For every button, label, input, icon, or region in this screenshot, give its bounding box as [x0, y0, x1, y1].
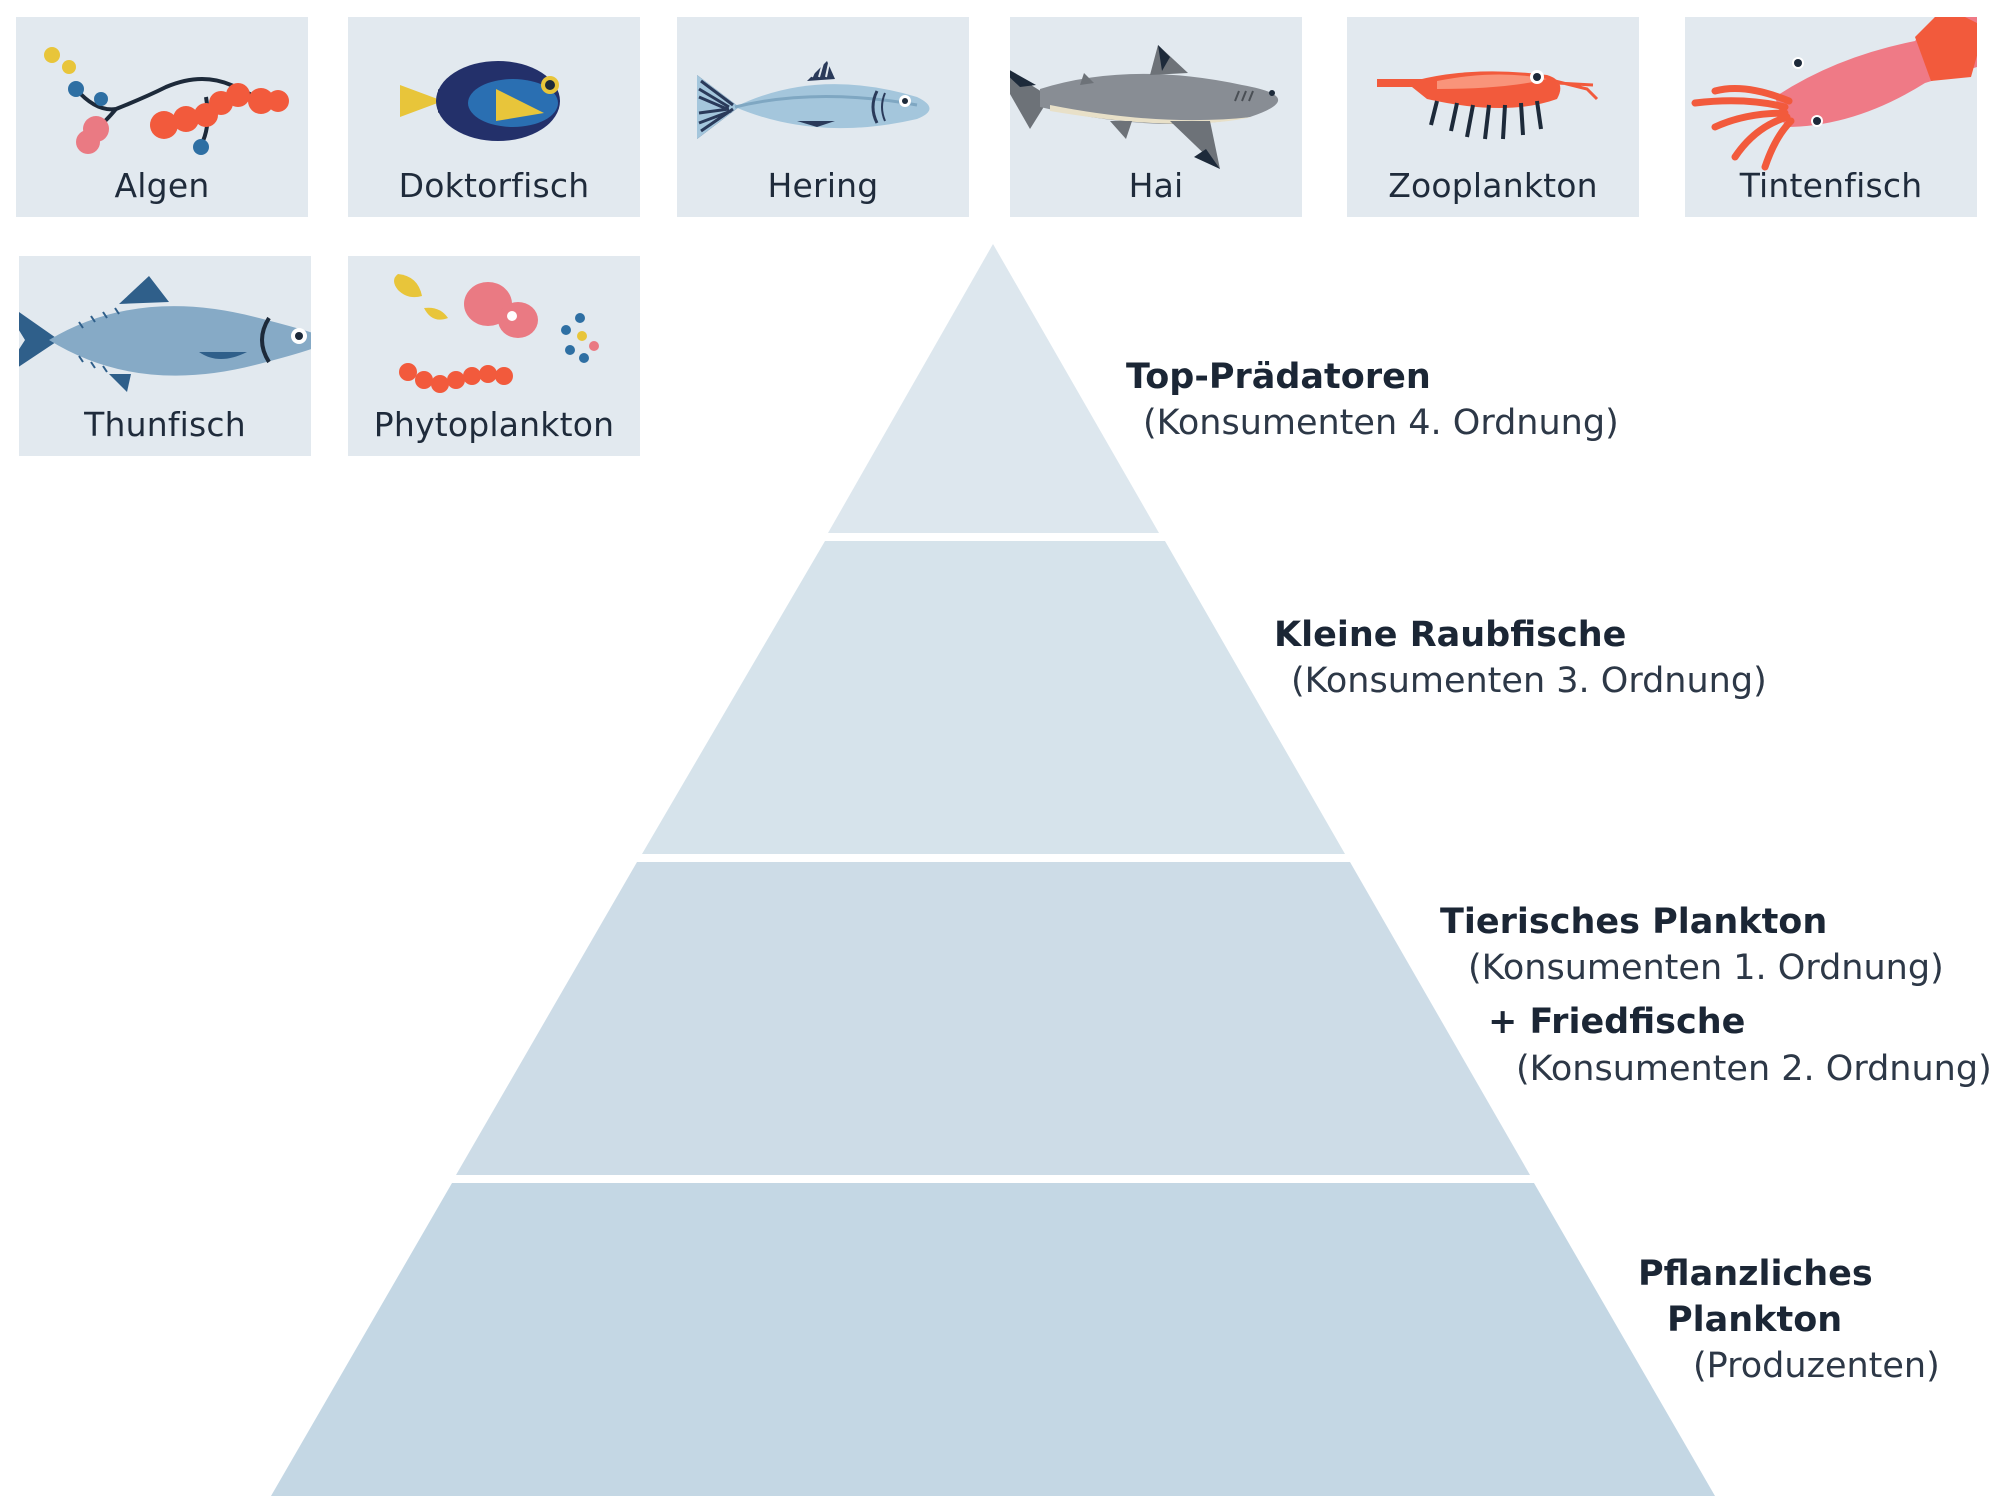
phytoplankton-icon — [394, 274, 599, 393]
tuna-icon — [19, 276, 311, 392]
card-label: Thunfisch — [84, 405, 246, 444]
card-label: Hai — [1128, 166, 1184, 205]
squid-icon — [1691, 17, 1977, 171]
card-shark[interactable]: Hai — [1010, 17, 1302, 217]
level-title: Tierisches Plankton — [1440, 902, 1828, 942]
level-subtitle: (Konsumenten 4. Ordnung) — [1143, 403, 1619, 444]
algae-icon — [44, 47, 289, 155]
level-title: Pflanzliches — [1638, 1254, 1873, 1294]
card-phytoplankton[interactable]: Phytoplankton — [348, 256, 640, 456]
pyramid-level-small-predators — [642, 541, 1345, 854]
level-subtitle: (Konsumenten 3. Ordnung) — [1291, 661, 1767, 702]
card-label: Tintenfisch — [1739, 166, 1923, 205]
card-squid[interactable]: Tintenfisch — [1685, 17, 1977, 217]
card-label: Hering — [767, 166, 879, 205]
pyramid-level-producers — [271, 1183, 1715, 1496]
level-label-producers: Pflanzliches Plankton (Produzenten) — [1638, 1251, 1940, 1390]
level-title: Kleine Raubfische — [1274, 615, 1627, 655]
card-herring[interactable]: Hering — [677, 17, 969, 217]
card-label: Phytoplankton — [373, 405, 615, 444]
card-algae[interactable]: Algen — [16, 17, 308, 217]
level-subtitle-secondary: (Konsumenten 2. Ordnung) — [1516, 1048, 1992, 1089]
level-title-line2: Plankton — [1667, 1300, 1843, 1341]
pyramid-level-plankton-consumers — [456, 862, 1530, 1175]
herring-icon — [697, 61, 930, 139]
level-label-animal-plankton: Tierisches Plankton (Konsumenten 1. Ordn… — [1440, 899, 1992, 1092]
card-label: Algen — [114, 166, 210, 205]
pyramid-level-top — [828, 244, 1159, 533]
level-title-secondary: + Friedfische — [1488, 1002, 1746, 1043]
level-subtitle: (Produzenten) — [1693, 1346, 1940, 1387]
card-label: Zooplankton — [1388, 166, 1598, 205]
shark-icon — [1010, 45, 1279, 169]
surgeonfish-icon — [400, 61, 560, 141]
shrimp-icon — [1377, 70, 1599, 140]
card-surgeonfish[interactable]: Doktorfisch — [348, 17, 640, 217]
card-zooplankton[interactable]: Zooplankton — [1347, 17, 1639, 217]
level-title: Top-Prädatoren — [1126, 357, 1431, 397]
card-label: Doktorfisch — [398, 166, 590, 205]
level-label-top-predators: Top-Prädatoren (Konsumenten 4. Ordnung) — [1126, 354, 1619, 446]
level-label-small-predators: Kleine Raubfische (Konsumenten 3. Ordnun… — [1274, 612, 1767, 704]
level-subtitle: (Konsumenten 1. Ordnung) — [1468, 948, 1944, 989]
card-tuna[interactable]: Thunfisch — [19, 256, 311, 456]
